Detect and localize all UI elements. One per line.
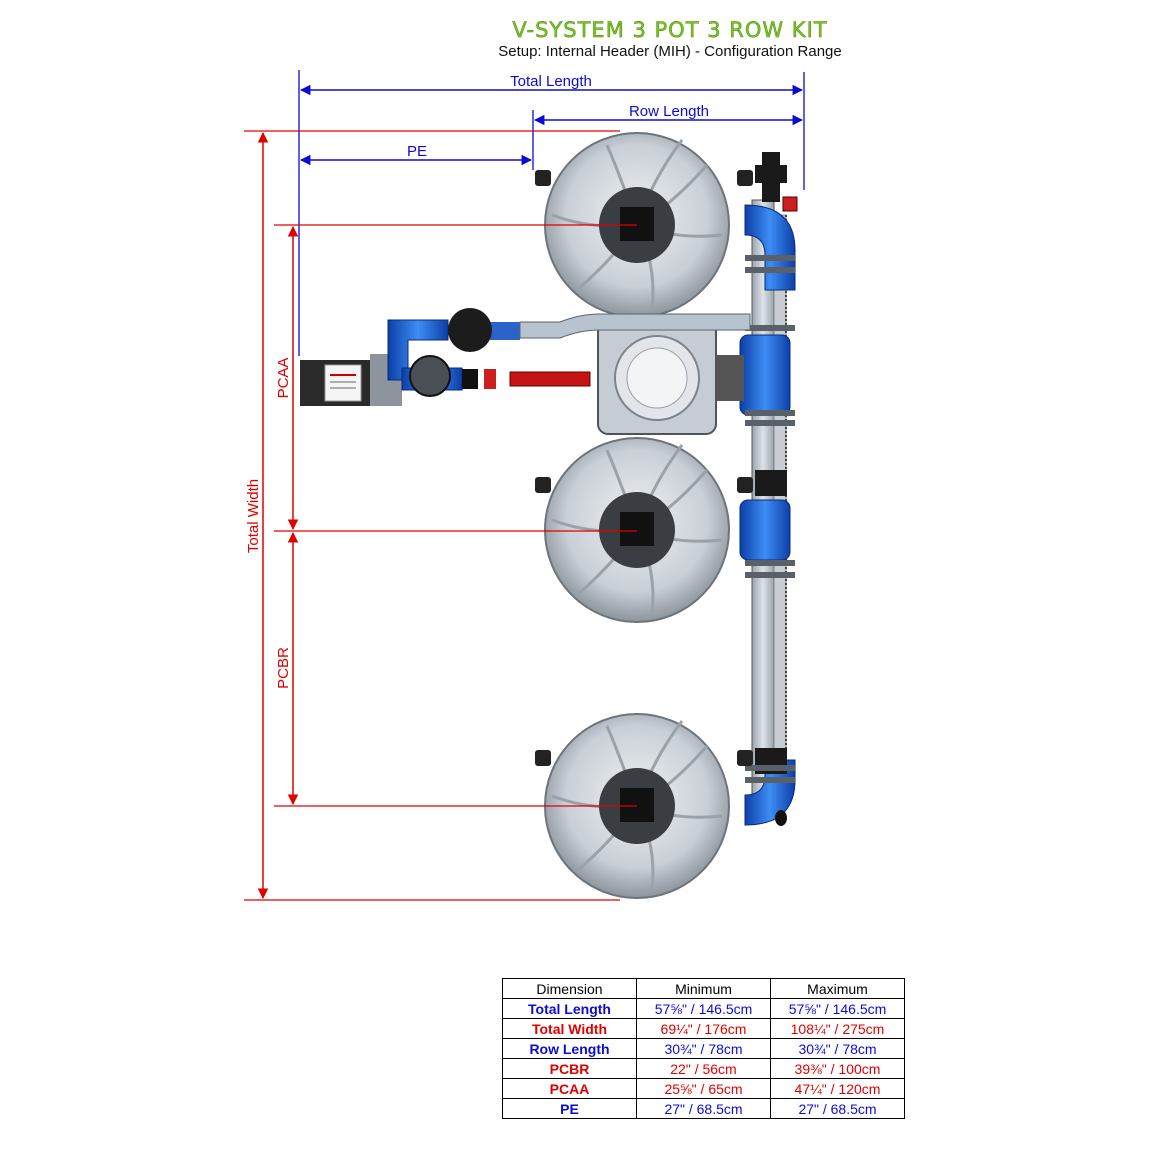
row-dimension: Total Width xyxy=(502,1018,637,1039)
extension-lines xyxy=(244,70,805,901)
pe-label: PE xyxy=(407,143,427,160)
row-minimum: 30¾" / 78cm xyxy=(636,1038,771,1059)
dimension-table: Dimension Minimum Maximum Total Length 5… xyxy=(502,978,905,1119)
table-row: PE 27" / 68.5cm 27" / 68.5cm xyxy=(502,1098,905,1119)
header-minimum: Minimum xyxy=(636,978,771,999)
table-row: Total Width 69¼" / 176cm 108¼" / 275cm xyxy=(502,1018,905,1039)
pot-icon xyxy=(535,437,753,623)
row-dimension: PCBR xyxy=(502,1058,637,1079)
total-length-label: Total Length xyxy=(510,73,592,90)
table-row: PCAA 25⅝" / 65cm 47¼" / 120cm xyxy=(502,1078,905,1099)
pcaa-dimension: PCAA xyxy=(275,225,299,531)
row-dimension: PCAA xyxy=(502,1078,637,1099)
row-length-label: Row Length xyxy=(629,103,709,120)
pcbr-dimension: PCBR xyxy=(275,531,299,806)
row-maximum: 27" / 68.5cm xyxy=(770,1098,905,1119)
row-maximum: 108¼" / 275cm xyxy=(770,1018,905,1039)
header-maximum: Maximum xyxy=(770,978,905,999)
valve-icon xyxy=(409,308,492,397)
row-minimum: 25⅝" / 65cm xyxy=(636,1078,771,1099)
row-minimum: 57⅝" / 146.5cm xyxy=(636,998,771,1019)
table-row: Row Length 30¾" / 78cm 30¾" / 78cm xyxy=(502,1038,905,1059)
row-maximum: 39⅜" / 100cm xyxy=(770,1058,905,1079)
row-dimension: PE xyxy=(502,1098,637,1119)
header-pipe-icon xyxy=(739,152,798,826)
pump-icon xyxy=(300,354,402,406)
pcbr-label: PCBR xyxy=(275,647,292,689)
pe-dimension: PE xyxy=(299,143,533,166)
page-subtitle: Setup: Internal Header (MIH) - Configura… xyxy=(498,43,842,60)
row-minimum: 27" / 68.5cm xyxy=(636,1098,771,1119)
reservoir-icon xyxy=(597,321,744,435)
page-title: V-SYSTEM 3 POT 3 ROW KIT xyxy=(512,18,828,43)
table-row: PCBR 22" / 56cm 39⅜" / 100cm xyxy=(502,1058,905,1079)
row-length-dimension: Row Length xyxy=(533,103,804,126)
table-row: Total Length 57⅝" / 146.5cm 57⅝" / 146.5… xyxy=(502,998,905,1019)
row-maximum: 47¼" / 120cm xyxy=(770,1078,905,1099)
row-maximum: 57⅝" / 146.5cm xyxy=(770,998,905,1019)
row-dimension: Row Length xyxy=(502,1038,637,1059)
row-minimum: 22" / 56cm xyxy=(636,1058,771,1079)
total-width-label: Total Width xyxy=(245,479,262,553)
system-diagram: Total Length Row Length PE Total Width P… xyxy=(244,70,805,901)
total-length-dimension: Total Length xyxy=(299,73,804,96)
table-header-row: Dimension Minimum Maximum xyxy=(502,978,905,999)
total-width-dimension: Total Width xyxy=(245,131,269,900)
pcaa-label: PCAA xyxy=(275,358,292,399)
header-dimension: Dimension xyxy=(502,978,637,999)
row-maximum: 30¾" / 78cm xyxy=(770,1038,905,1059)
row-minimum: 69¼" / 176cm xyxy=(636,1018,771,1039)
row-dimension: Total Length xyxy=(502,998,637,1019)
